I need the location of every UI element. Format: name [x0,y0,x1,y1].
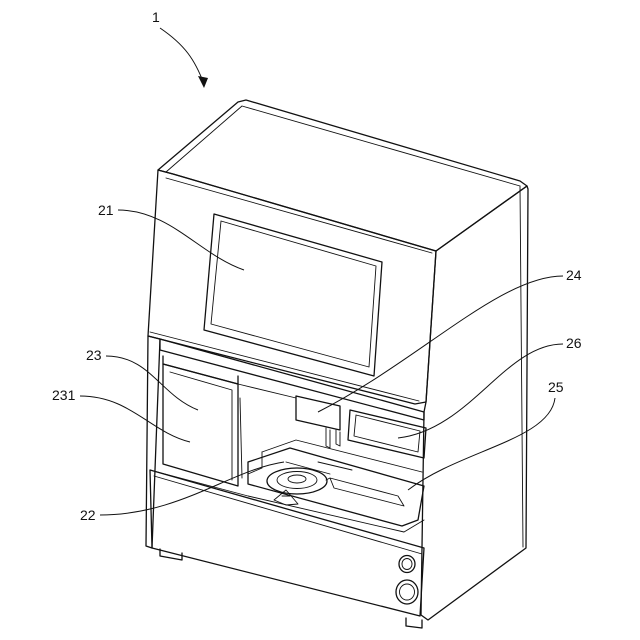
sample-holder-mid [277,472,317,489]
upper-front-bottom [150,332,419,401]
tray-divider [318,462,352,470]
ref-label-23: 23 [86,347,102,363]
ref-arrow-1-head [198,76,208,88]
upper-front-panel [148,170,436,404]
dispensing-head [296,396,340,430]
chamber-back-wall [238,384,296,478]
leader-21 [118,210,244,270]
control-button-bottom-inner [400,584,415,600]
leader-231 [80,396,190,442]
leader-25 [408,398,555,490]
ref-label-1: 1 [152,9,160,25]
ref-label-24: 24 [566,267,582,283]
ref-label-26: 26 [566,335,582,351]
ref-label-22: 22 [80,507,96,523]
left-frame [146,336,160,548]
sample-holder-inner [288,475,306,483]
ref-label-21: 21 [98,202,114,218]
ref-arrow-1 [160,28,204,84]
ref-label-231: 231 [52,387,76,403]
display-bezel [204,214,382,376]
ref-label-25: 25 [548,379,564,395]
tray-pad [326,478,404,506]
apparatus-body [146,100,528,628]
right-side-edge [520,186,523,547]
dispensing-nozzle [326,428,340,448]
inspection-window-inner [354,415,420,452]
side-cabinet-inner [170,372,232,480]
side-cabinet [163,364,238,486]
tray-base [248,448,424,526]
right-foot [406,618,422,628]
leader-23 [106,356,198,410]
right-side-panel [421,186,528,620]
display-screen [211,221,376,367]
upper-front-bevel [166,178,432,253]
control-button-top-inner [402,559,412,570]
opening-header [160,339,424,420]
